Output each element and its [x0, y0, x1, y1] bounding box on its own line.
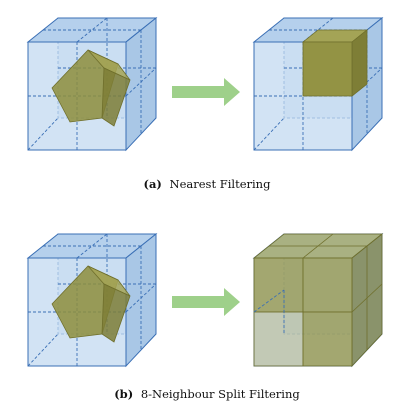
caption-a-label: (a) — [143, 177, 162, 191]
panel-b-arrow — [172, 288, 240, 316]
panel-a-arrow — [172, 78, 240, 106]
panel-b-rotated-block — [51, 265, 131, 343]
caption-b: (b) 8-Neighbour Split Filtering — [0, 387, 414, 401]
panel-a-rotated-block — [51, 49, 131, 127]
caption-b-text: 8-Neighbour Split Filtering — [140, 387, 300, 401]
caption-a: (a) Nearest Filtering — [0, 177, 414, 191]
caption-b-label: (b) — [114, 387, 134, 401]
panel-a-snapped-block — [301, 29, 369, 97]
panel-b-split-blocks — [252, 233, 384, 368]
caption-a-text: Nearest Filtering — [169, 177, 271, 191]
